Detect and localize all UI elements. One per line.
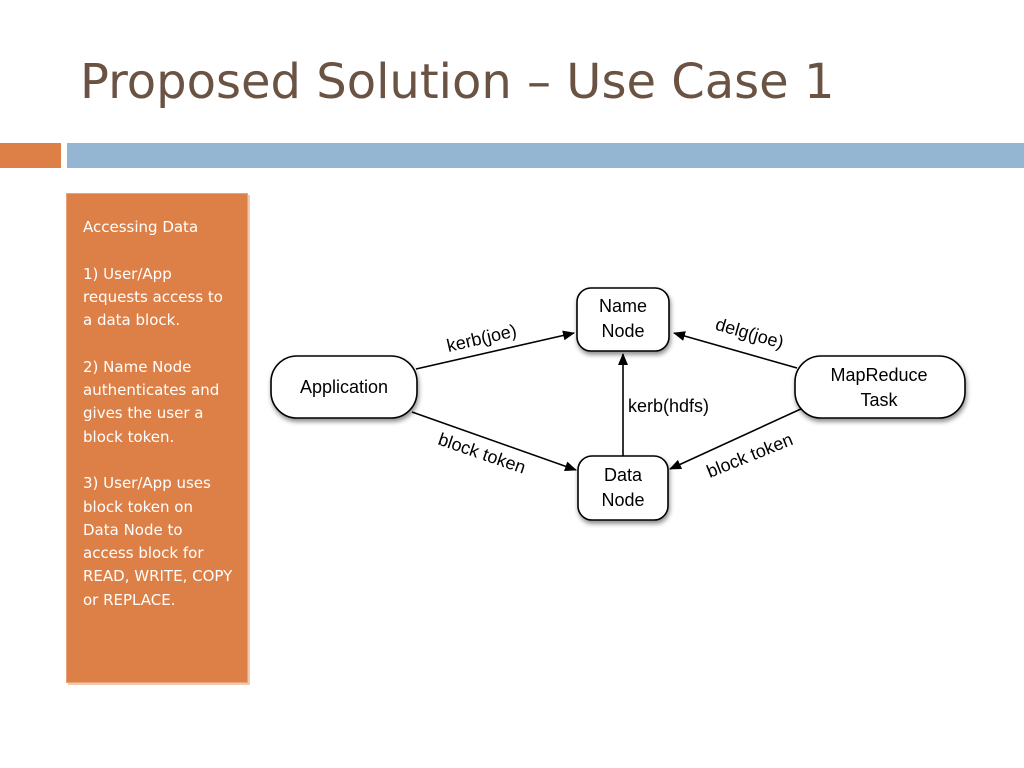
steps-panel: Accessing Data 1) User/App requests acce… bbox=[66, 193, 248, 683]
edge-label-kerb-hdfs: kerb(hdfs) bbox=[628, 396, 709, 416]
accent-bar-orange bbox=[0, 143, 61, 168]
node-name-node: Name Node bbox=[576, 287, 670, 352]
node-data-node-line2: Node bbox=[601, 490, 644, 510]
step-3: 3) User/App uses block token on Data Nod… bbox=[83, 474, 233, 609]
node-application: Application bbox=[270, 355, 418, 419]
edge-label-kerb-joe: kerb(joe) bbox=[445, 320, 519, 355]
edge-mapreduce-to-datanode bbox=[669, 407, 804, 470]
panel-heading: Accessing Data bbox=[83, 218, 199, 236]
edge-app-to-namenode bbox=[415, 330, 575, 370]
edge-mapreduce-to-namenode bbox=[673, 331, 798, 369]
accent-bar-blue bbox=[67, 143, 1024, 168]
node-data-node: Data Node bbox=[577, 455, 669, 521]
step-1: 1) User/App requests access to a data bl… bbox=[83, 264, 223, 330]
edge-app-to-datanode bbox=[411, 411, 577, 472]
node-name-node-line1: Name bbox=[599, 296, 647, 316]
node-mapreduce-line2: Task bbox=[860, 390, 898, 410]
slide-title: Proposed Solution – Use Case 1 bbox=[80, 54, 835, 110]
node-mapreduce-task: MapReduce Task bbox=[794, 355, 966, 419]
node-name-node-line2: Node bbox=[601, 321, 644, 341]
step-2: 2) Name Node authenticates and gives the… bbox=[83, 357, 220, 446]
node-mapreduce-line1: MapReduce bbox=[830, 365, 927, 385]
edge-label-block-token-right: block token bbox=[704, 429, 796, 482]
node-application-label: Application bbox=[300, 377, 388, 397]
node-data-node-line1: Data bbox=[604, 465, 643, 485]
